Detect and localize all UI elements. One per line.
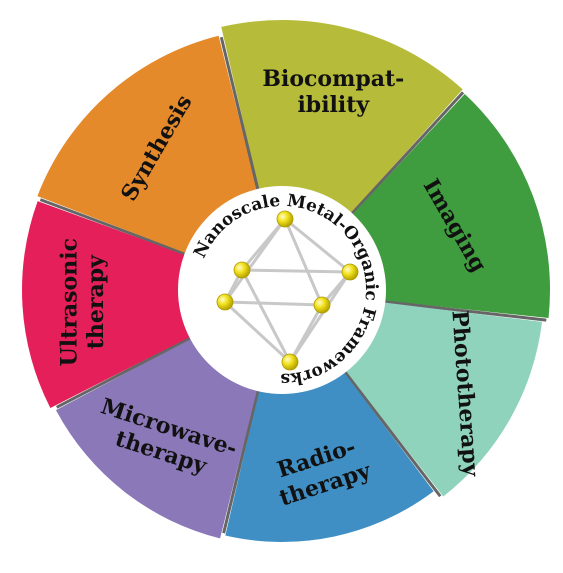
molecule-bond: [240, 269, 292, 363]
molecule-atom: [281, 353, 299, 371]
mof-octahedron-icon: [216, 210, 359, 371]
molecule-atom: [313, 296, 331, 314]
center-disc: [178, 186, 386, 394]
segment-label-ultrasonic-therapy: Ultrasonictherapy: [57, 238, 109, 366]
center-hub: Nanoscale Metal-Organic Frameworks: [178, 186, 386, 394]
molecule-bond: [223, 218, 287, 303]
segment-separator: [381, 299, 547, 322]
molecule-atom: [233, 261, 251, 279]
segment-wedge-synthesis: [37, 35, 259, 256]
segment-separator: [219, 36, 261, 194]
segment-separator: [348, 91, 465, 218]
segment-wedge-ultrasonic-therapy: [21, 201, 197, 409]
segment-wedge-microwave-therapy: [55, 335, 259, 539]
segment-separator: [341, 368, 442, 498]
segment-phototherapy: Phototherapy: [341, 301, 543, 498]
molecule-bond: [224, 300, 323, 307]
molecule-atom: [276, 210, 294, 228]
segment-separator: [39, 198, 189, 257]
segment-separator: [222, 386, 261, 534]
segment-label-line: ibility: [297, 92, 370, 118]
segment-imaging: Imaging: [347, 93, 550, 322]
molecule-bond: [241, 268, 351, 274]
molecule-atom: [216, 293, 234, 311]
molecule-atom: [341, 263, 359, 281]
segment-radiotherapy: Radio-therapy: [222, 366, 434, 542]
molecule-bond: [283, 218, 324, 306]
segment-microwave-therapy: Microwave-therapy: [55, 334, 259, 539]
segment-label-line: Biocompat-: [262, 66, 404, 92]
segments-layer: Biocompat-ibilityImagingPhototherapyRadi…: [21, 20, 550, 542]
segment-wedge-radiotherapy: [225, 366, 434, 542]
segment-wedge-imaging: [347, 93, 550, 319]
segment-synthesis: Synthesis: [37, 35, 261, 256]
molecule-bond: [288, 304, 324, 363]
segment-wedge-biocompatibility: [221, 20, 463, 219]
molecule-bond: [223, 300, 292, 364]
segment-ultrasonic-therapy: Ultrasonictherapy: [21, 198, 197, 409]
segment-wedge-phototherapy: [341, 301, 543, 497]
segment-label-biocompatibility: Biocompat-ibility: [262, 66, 404, 118]
segment-label-line: therapy: [83, 254, 109, 349]
segment-biocompatibility: Biocompat-ibility: [221, 20, 465, 219]
segment-label-line: Ultrasonic: [57, 238, 83, 366]
molecule-bond: [284, 217, 351, 274]
segment-separator: [56, 334, 194, 409]
segment-label-radiotherapy: Radio-therapy: [268, 431, 375, 511]
